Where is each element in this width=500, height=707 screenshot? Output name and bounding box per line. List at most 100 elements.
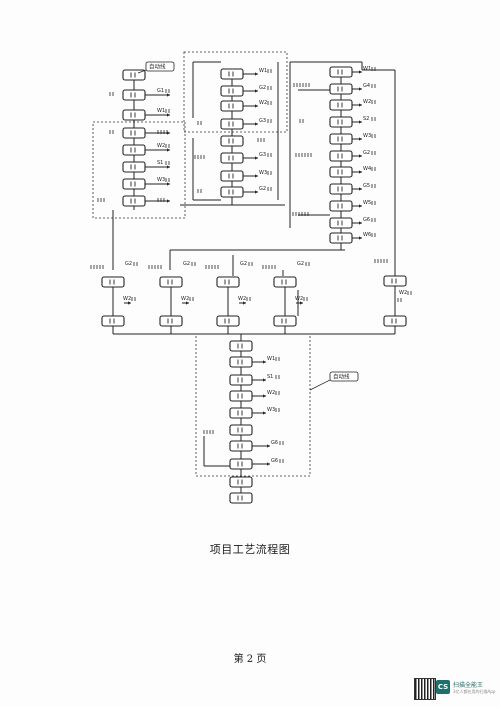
dashed-group-bottom xyxy=(195,333,311,477)
waste-label-g2: G2 xyxy=(183,261,190,267)
arrow-head xyxy=(255,156,258,160)
process-step-box xyxy=(229,424,253,436)
arrow-head xyxy=(263,411,266,415)
process-step-frame xyxy=(220,135,244,147)
waste-label-w2: W2 xyxy=(259,100,267,106)
process-step-box xyxy=(329,66,353,78)
process-step-box xyxy=(122,161,146,173)
waste-label-w1: W1 xyxy=(363,66,371,72)
process-step-box xyxy=(383,315,407,327)
waste-label-g2: G2 xyxy=(259,85,266,91)
process-step-frame xyxy=(329,99,353,111)
process-step-box xyxy=(329,200,353,212)
process-step-box xyxy=(229,492,253,504)
process-step-frame xyxy=(229,407,253,419)
process-step-box xyxy=(220,186,244,198)
process-step-box xyxy=(329,116,353,128)
callout-bottom: 自动线 xyxy=(309,371,359,391)
process-step-box xyxy=(229,476,253,488)
waste-label-w6: W6 xyxy=(363,232,371,238)
waste-label-s1: S1 xyxy=(267,374,273,380)
process-step-box xyxy=(329,232,353,244)
arrow-head xyxy=(255,89,258,93)
process-step-box xyxy=(273,315,297,327)
process-step-frame xyxy=(329,66,353,78)
process-step-frame xyxy=(383,315,407,327)
process-step-frame xyxy=(101,276,125,288)
process-step-box xyxy=(216,315,240,327)
arrow-head xyxy=(267,444,270,448)
process-step-box xyxy=(122,127,146,139)
process-step-frame xyxy=(122,89,146,101)
waste-label-w1: W1 xyxy=(267,356,275,362)
waste-label-w3: W3 xyxy=(267,407,275,413)
waste-label-s2: S2 xyxy=(363,116,369,122)
process-step-frame xyxy=(159,276,183,288)
arrow-head xyxy=(255,104,258,108)
process-step-box xyxy=(122,178,146,190)
process-step-frame xyxy=(229,458,253,470)
page-number: 第 2 页 xyxy=(233,654,267,665)
arrow-head xyxy=(267,462,270,466)
arrow-head xyxy=(167,165,170,169)
callout-frame xyxy=(329,371,359,382)
callout-text-auto-line: 自动线 xyxy=(149,63,166,71)
process-step-frame xyxy=(122,109,146,121)
process-step-frame xyxy=(216,315,240,327)
arrow-head xyxy=(359,70,362,74)
process-step-frame xyxy=(329,200,353,212)
process-step-frame xyxy=(101,315,125,327)
process-step-frame xyxy=(229,492,253,504)
process-step-box xyxy=(159,276,183,288)
process-step-box xyxy=(101,315,125,327)
arrow-head xyxy=(167,131,170,135)
arrow-head xyxy=(255,174,258,178)
waste-label-g6: G6 xyxy=(363,217,370,223)
waste-label-g5: G5 xyxy=(363,183,370,189)
process-step-box xyxy=(220,135,244,147)
process-step-frame xyxy=(229,476,253,488)
process-step-frame xyxy=(329,183,353,195)
arrow-head xyxy=(167,182,170,186)
process-boxes xyxy=(101,66,407,504)
process-step-box xyxy=(220,152,244,164)
waste-label-g2: G2 xyxy=(240,261,247,267)
arrow-head xyxy=(263,394,266,398)
arrow-head xyxy=(128,301,131,305)
waste-label-w2: W2 xyxy=(399,290,407,296)
dashed-group-top xyxy=(183,51,288,133)
waste-label-w1: W1 xyxy=(259,68,267,74)
arrow-head xyxy=(167,148,170,152)
process-step-box xyxy=(122,89,146,101)
process-step-box xyxy=(220,68,244,80)
waste-label-g2: G2 xyxy=(125,261,132,267)
waste-label-w2: W2 xyxy=(181,296,189,302)
process-step-box xyxy=(229,458,253,470)
process-step-box xyxy=(329,150,353,162)
process-step-frame xyxy=(273,315,297,327)
arrow-head xyxy=(359,204,362,208)
waste-label-w1: W1 xyxy=(157,108,165,114)
callout-text-auto-line: 自动线 xyxy=(333,373,350,381)
process-step-frame xyxy=(220,85,244,97)
process-step-box xyxy=(216,276,240,288)
arrow-head xyxy=(359,103,362,107)
scanner-watermark: CS 扫描全能王 3亿人都在用的扫描App xyxy=(436,678,495,698)
callout-left: 自动线 xyxy=(137,61,175,74)
process-step-box xyxy=(229,440,253,452)
process-step-frame xyxy=(216,276,240,288)
qr-code xyxy=(414,678,436,700)
process-step-frame xyxy=(229,390,253,402)
waste-label-w3: W3 xyxy=(157,177,165,183)
process-step-box xyxy=(122,109,146,121)
figure-caption: 项目工艺流程图 xyxy=(209,543,291,556)
process-step-box xyxy=(329,99,353,111)
process-step-box xyxy=(101,276,125,288)
watermark-title: 扫描全能王 xyxy=(453,682,484,689)
arrow-head xyxy=(359,221,362,225)
arrow-head xyxy=(263,378,266,382)
process-step-frame xyxy=(220,118,244,130)
waste-label-w3: W3 xyxy=(259,170,267,176)
